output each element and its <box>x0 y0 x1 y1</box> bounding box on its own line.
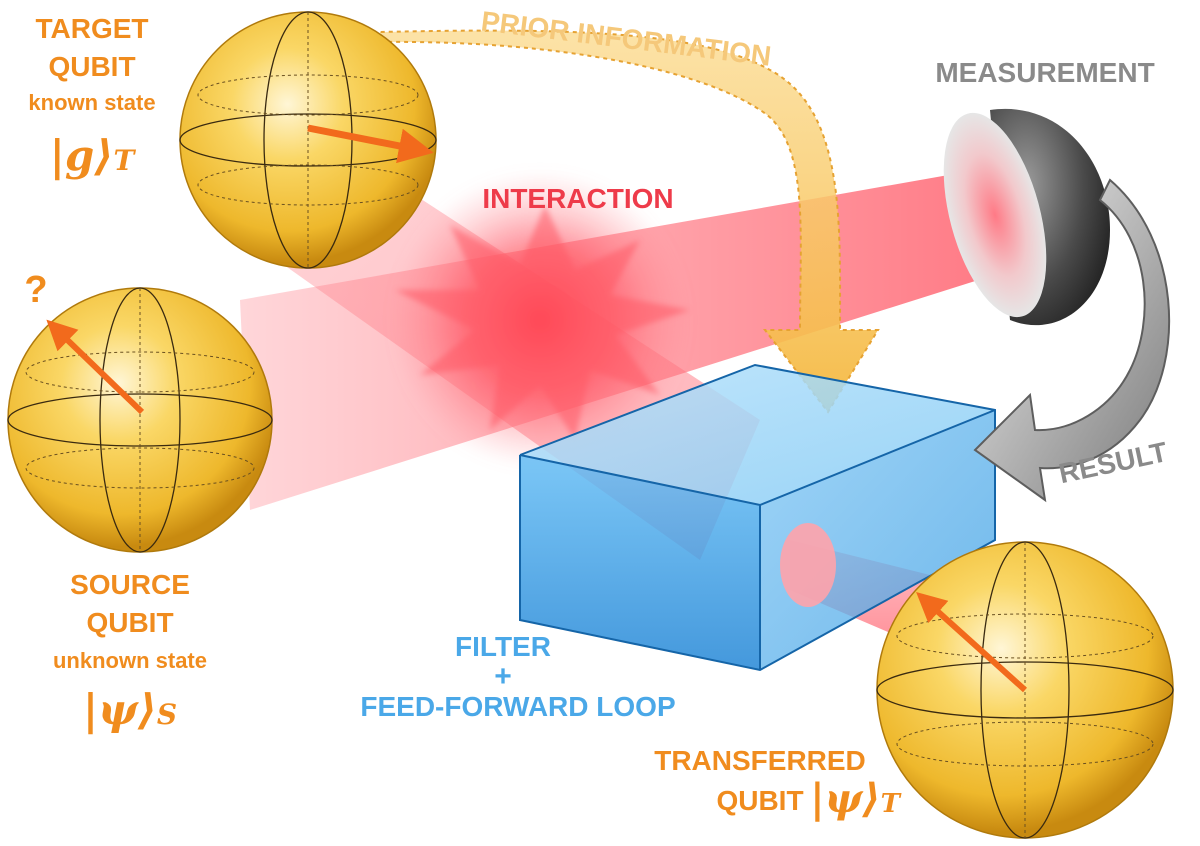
transferred-ket: |ψ⟩T <box>810 775 902 822</box>
interaction-label: INTERACTION <box>482 183 673 214</box>
target-ket: |g⟩T <box>50 131 137 180</box>
filter-label-plus: + <box>494 660 512 693</box>
output-pipe-mouth <box>780 523 836 607</box>
target-label-line2: QUBIT <box>48 51 135 82</box>
filter-label-line2: FEED-FORWARD LOOP <box>360 691 675 722</box>
source-label-line1: SOURCE <box>70 569 190 600</box>
source-ket: |ψ⟩S <box>83 685 177 734</box>
question-mark: ? <box>24 269 47 311</box>
transferred-label-line2: QUBIT <box>716 785 803 816</box>
source-qubit-sphere <box>8 288 272 552</box>
transferred-label-line1: TRANSFERRED <box>654 745 866 776</box>
filter-label-line1: FILTER <box>455 631 551 662</box>
source-label-line2: QUBIT <box>86 607 173 638</box>
target-label-line1: TARGET <box>35 13 148 44</box>
target-label-line3: known state <box>28 90 155 115</box>
measurement-detector <box>924 102 1110 328</box>
measurement-label: MEASUREMENT <box>935 57 1154 88</box>
target-qubit-sphere <box>180 12 436 268</box>
source-label-line3: unknown state <box>53 648 207 673</box>
transferred-qubit-sphere <box>877 542 1173 838</box>
